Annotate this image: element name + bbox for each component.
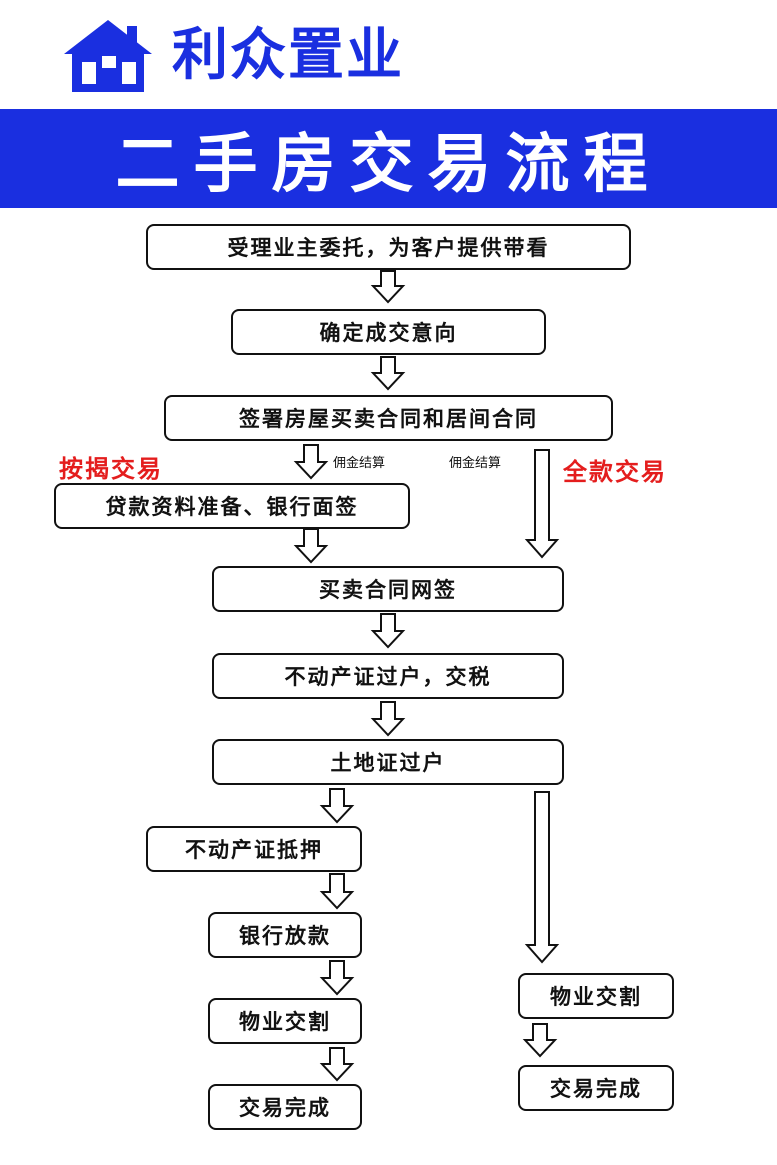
step-online-sign: 买卖合同网签 (212, 566, 564, 612)
step-land-transfer: 土地证过户 (212, 739, 564, 785)
step-bank-loan: 银行放款 (208, 912, 362, 958)
step-handover-left: 物业交割 (208, 998, 362, 1044)
step-mortgage: 不动产证抵押 (146, 826, 362, 872)
down-arrow-icon (319, 1047, 355, 1082)
branch-label-full-payment: 全款交易 (563, 458, 667, 486)
long-down-arrow-icon (524, 791, 560, 964)
step-contract: 签署房屋买卖合同和居间合同 (164, 395, 613, 441)
step-handover-right: 物业交割 (518, 973, 674, 1019)
page-title: 二手房交易流程 (115, 127, 662, 202)
step-complete-right: 交易完成 (518, 1065, 674, 1111)
commission-note-left: 佣金结算 (333, 456, 386, 471)
commission-note-right: 佣金结算 (449, 456, 502, 471)
down-arrow-icon (370, 701, 406, 737)
step-loan-prep: 贷款资料准备、银行面签 (54, 483, 410, 529)
down-arrow-icon (370, 356, 406, 391)
down-arrow-icon (370, 270, 406, 304)
down-arrow-icon (293, 528, 329, 564)
down-arrow-icon (319, 960, 355, 996)
down-arrow-icon (370, 613, 406, 649)
house-icon (64, 20, 152, 92)
brand-name: 利众置业 (172, 23, 404, 88)
step-entrust: 受理业主委托，为客户提供带看 (146, 224, 631, 270)
down-arrow-icon (319, 788, 355, 824)
down-arrow-icon (319, 873, 355, 910)
title-banner: 二手房交易流程 (0, 109, 777, 208)
down-arrow-icon (522, 1023, 558, 1058)
step-complete-left: 交易完成 (208, 1084, 362, 1130)
branch-label-mortgage: 按揭交易 (59, 455, 163, 483)
step-intent: 确定成交意向 (231, 309, 546, 355)
long-down-arrow-icon (524, 449, 560, 559)
down-arrow-icon (293, 444, 329, 480)
step-property-transfer: 不动产证过户，交税 (212, 653, 564, 699)
